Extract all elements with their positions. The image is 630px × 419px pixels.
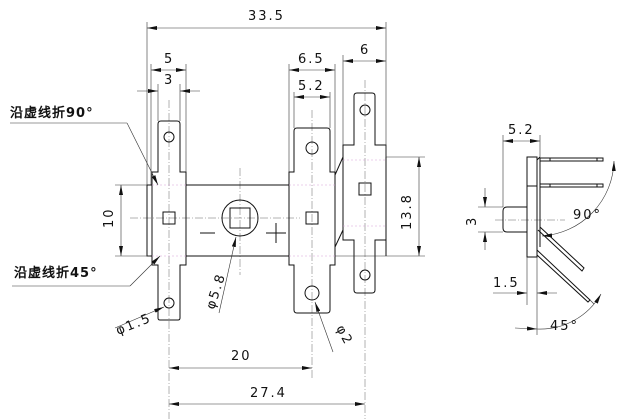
- middle-terminal: [288, 127, 336, 314]
- dim-hole-small: φ1.5: [114, 311, 154, 339]
- note-fold-90: 沿虚线折90°: [10, 105, 94, 121]
- dim-right-height: 13.8: [400, 193, 415, 230]
- hole: [163, 131, 175, 143]
- side-view: 5.2 3 1.5 90° 45°: [465, 123, 616, 335]
- dim-hole-center: φ5.8: [204, 271, 230, 311]
- dim-side-pin: 3: [465, 216, 480, 226]
- hole: [163, 297, 175, 309]
- angle-45: 45°: [550, 319, 579, 334]
- dim-pitch-20: 20: [231, 349, 252, 364]
- square-mark: [162, 211, 176, 225]
- plus-mark: [266, 223, 286, 243]
- dim-overall-width: 33.5: [248, 9, 285, 24]
- dim-mid-tab-inner: 5.2: [298, 79, 325, 94]
- dim-right-tab: 6: [360, 43, 370, 58]
- side-pin: [502, 206, 527, 233]
- dim-left-tab-inner: 3: [164, 73, 174, 88]
- dim-pitch-27-4: 27.4: [250, 386, 287, 401]
- dim-hole-mid: φ2: [332, 323, 355, 348]
- dim-body-height: 10: [102, 207, 117, 228]
- left-terminal: [151, 120, 187, 321]
- note-fold-45: 沿虚线折45°: [14, 265, 98, 281]
- dim-side-width: 5.2: [508, 123, 535, 138]
- dim-side-thickness: 1.5: [493, 276, 520, 291]
- left-bent-flange: [146, 184, 153, 257]
- center-boss: [221, 199, 259, 237]
- angle-90: 90°: [573, 208, 602, 223]
- front-view: 33.5 5 3 6.5 5.2 6 10 13.8 2: [10, 9, 425, 419]
- right-terminal: [342, 92, 387, 294]
- side-plate: [526, 156, 538, 258]
- dim-left-tab-outer: 5: [164, 52, 174, 67]
- dim-mid-tab-outer: 6.5: [298, 52, 325, 67]
